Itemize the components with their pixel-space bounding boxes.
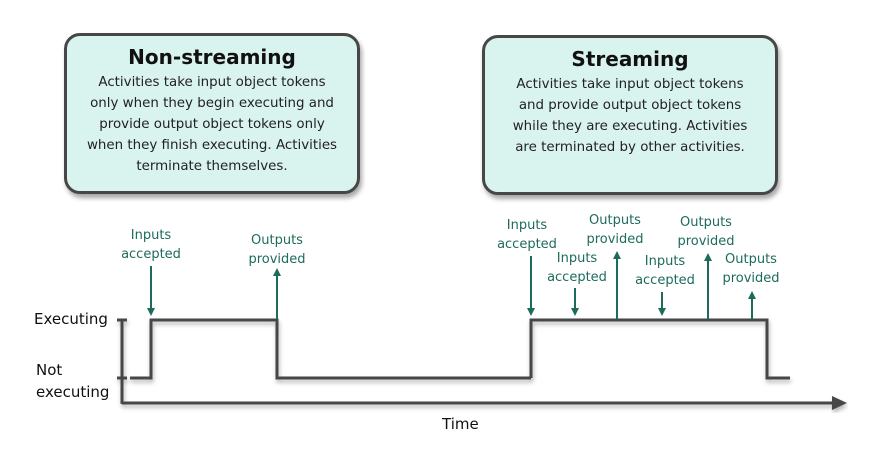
desc-line: provide output object tokens only xyxy=(99,117,325,132)
desc-line: Activities take input object tokens xyxy=(516,77,744,92)
streaming-signal xyxy=(529,318,790,380)
inputs-accepted-label: Inputs accepted xyxy=(497,216,557,254)
label-line: Outputs xyxy=(725,252,777,267)
outputs-provided-label: Outputs provided xyxy=(677,213,734,251)
label-line: provided xyxy=(677,234,735,249)
label-line: accepted xyxy=(497,237,557,252)
not-executing-label-line2: executing xyxy=(36,383,110,401)
non-streaming-signal xyxy=(130,318,531,380)
inputs-accepted-label: Inputs accepted xyxy=(121,226,181,264)
label-line: accepted xyxy=(635,273,695,288)
time-axis-arrowhead xyxy=(832,396,847,410)
label-line: Inputs xyxy=(130,228,172,243)
label-line: Inputs xyxy=(556,251,598,266)
label-line: provided xyxy=(586,232,644,247)
desc-line: are terminated by other activities. xyxy=(515,140,745,155)
desc-line: Activities take input object tokens xyxy=(98,75,326,90)
non-streaming-title: Non-streaming xyxy=(128,45,296,69)
streaming-box: Streaming Activities take input object t… xyxy=(482,35,778,195)
inputs-accepted-label: Inputs accepted xyxy=(635,252,695,290)
label-line: Outputs xyxy=(589,213,641,228)
outputs-provided-label: Outputs provided xyxy=(586,211,643,249)
desc-line: while they are executing. Activities xyxy=(512,119,748,134)
label-line: provided xyxy=(722,271,780,286)
not-executing-label-line1: Not xyxy=(36,361,63,379)
desc-line: terminate themselves. xyxy=(136,159,288,174)
desc-line: and provide output object tokens xyxy=(518,98,742,113)
label-line: Outputs xyxy=(251,233,303,248)
desc-line: only when they begin executing and xyxy=(90,96,334,111)
streaming-title: Streaming xyxy=(571,47,689,71)
desc-line: when they finish executing. Activities xyxy=(86,138,338,153)
label-line: accepted xyxy=(547,270,607,285)
label-line: Outputs xyxy=(680,215,732,230)
streaming-description: Activities take input object tokens and … xyxy=(485,74,775,158)
outputs-provided-label: Outputs provided xyxy=(248,231,305,269)
label-line: Inputs xyxy=(644,254,686,269)
inputs-accepted-label: Inputs accepted xyxy=(547,249,607,287)
label-line: Inputs xyxy=(506,218,548,233)
non-streaming-description: Activities take input object tokens only… xyxy=(67,72,357,177)
executing-label: Executing xyxy=(34,310,108,328)
label-line: accepted xyxy=(121,247,181,262)
non-streaming-box: Non-streaming Activities take input obje… xyxy=(64,33,360,194)
time-axis-label: Time xyxy=(442,415,479,433)
outputs-provided-label: Outputs provided xyxy=(722,250,779,288)
label-line: provided xyxy=(248,252,306,267)
